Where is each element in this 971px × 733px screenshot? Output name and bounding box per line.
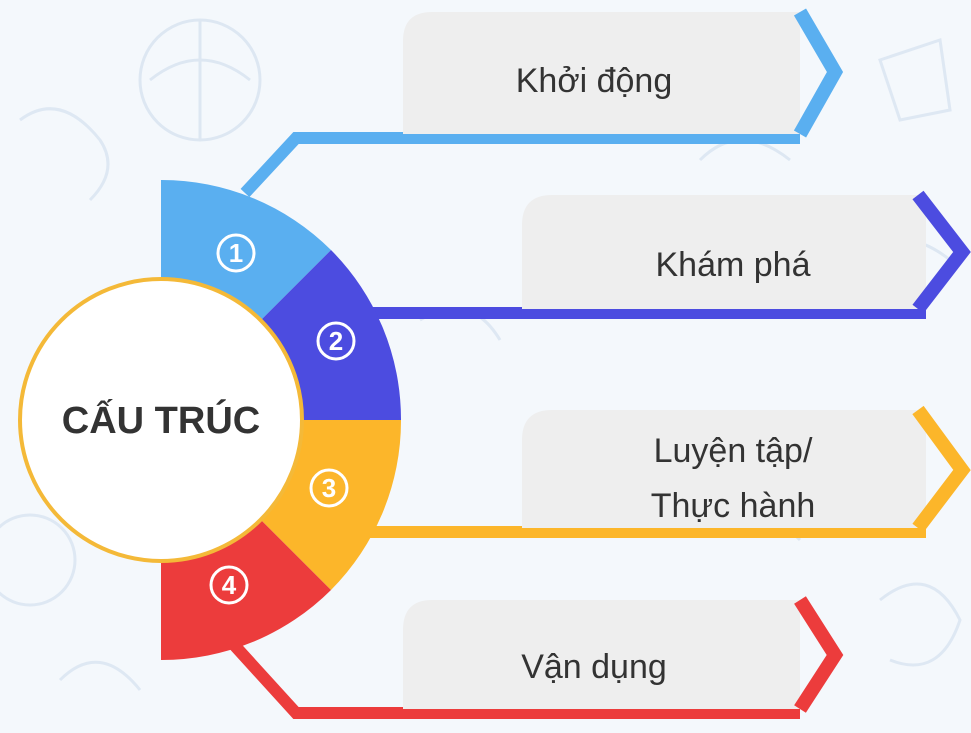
step-label-box-3	[522, 405, 971, 533]
step-badge-1: 1	[216, 233, 256, 273]
step-badge-2: 2	[316, 321, 356, 361]
step-number-4: 4	[222, 570, 237, 600]
step-label-box-1	[403, 8, 844, 138]
step-label-4: Vận dụng	[521, 648, 667, 686]
step-number-2: 2	[329, 326, 343, 356]
step-label-box-4	[403, 596, 844, 713]
step-number-1: 1	[229, 238, 243, 268]
center-title: CẤU TRÚC	[62, 398, 260, 442]
step-label-box-2	[522, 190, 971, 314]
connector-line-1	[240, 132, 800, 198]
center-circle	[18, 277, 304, 563]
step-number-3: 3	[322, 473, 336, 503]
step-label-3-line-2: Thực hành	[651, 487, 816, 525]
step-label-3-line-1: Luyện tập/	[654, 432, 813, 470]
step-badge-4: 4	[209, 565, 249, 605]
step-label-1: Khởi động	[516, 62, 673, 100]
connector-line-4	[220, 630, 800, 719]
step-badge-3: 3	[309, 468, 349, 508]
step-label-2: Khám phá	[656, 246, 811, 284]
